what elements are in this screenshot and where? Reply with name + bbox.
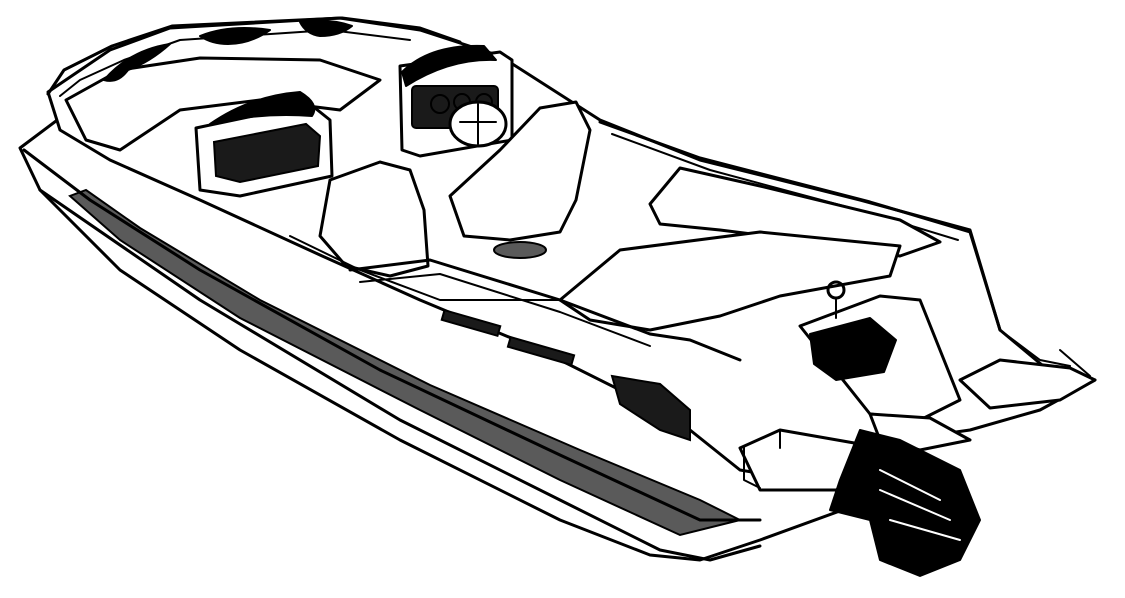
side-vent-1 <box>440 308 502 338</box>
bow-rail <box>46 16 462 96</box>
steering-spokes <box>459 103 497 145</box>
port-windshield <box>212 122 322 184</box>
side-vent-grille <box>610 374 691 442</box>
bow-seat <box>64 56 382 152</box>
stern-platform-right <box>958 358 1097 410</box>
helm-seat <box>448 100 592 242</box>
engine-well <box>809 317 897 381</box>
port-windshield-top <box>209 91 316 125</box>
passenger-seat <box>318 160 430 278</box>
port-rail <box>348 258 742 362</box>
hull-bottom-edge <box>38 188 762 562</box>
seat-pedestal <box>493 241 547 259</box>
bow-decor-3 <box>299 19 353 37</box>
rear-bench-seat <box>558 230 902 332</box>
port-rail-inner <box>359 273 651 347</box>
starboard-rail <box>598 120 1002 332</box>
side-vent-2 <box>506 335 576 367</box>
hull-stripe <box>68 188 743 537</box>
helm-windshield <box>401 44 497 87</box>
outboard-motor-detail <box>879 469 961 541</box>
stern-right-rail <box>999 329 1091 377</box>
starboard-seat <box>648 166 942 258</box>
gauge-left-icon <box>430 94 450 114</box>
bow-decor-2 <box>199 27 271 45</box>
stern-left-rail <box>743 429 781 489</box>
bow-decor-1 <box>103 43 171 82</box>
outboard-motor <box>829 429 981 577</box>
hull-chine-line <box>22 148 762 522</box>
